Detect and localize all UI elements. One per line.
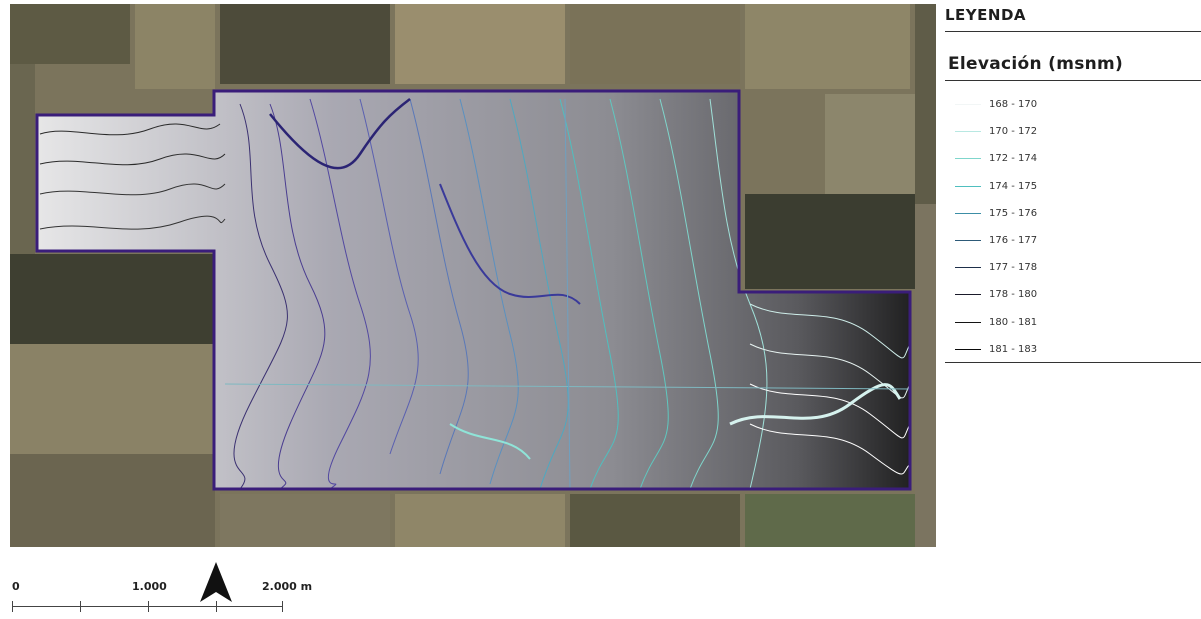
map-view[interactable]	[10, 4, 936, 547]
legend-swatch	[955, 321, 981, 323]
legend-swatch	[955, 294, 981, 296]
legend-item: 175 - 176	[955, 200, 1195, 227]
legend-panel: LEYENDA Elevación (msnm) 168 - 170 170 - …	[945, 4, 1201, 366]
legend-divider	[945, 31, 1201, 32]
legend-title: LEYENDA	[945, 6, 1027, 24]
legend-label: 177 - 178	[989, 262, 1038, 274]
scale-tick	[282, 601, 283, 612]
legend-swatch	[955, 158, 981, 160]
legend-item: 170 - 172	[955, 118, 1195, 145]
legend-label: 176 - 177	[989, 235, 1038, 247]
legend-swatch	[955, 212, 981, 214]
legend-item: 176 - 177	[955, 227, 1195, 254]
legend-swatch	[955, 348, 981, 350]
legend-divider	[945, 362, 1201, 363]
legend-swatch	[955, 240, 981, 242]
legend-item: 168 - 170	[955, 91, 1195, 118]
legend-label: 180 - 181	[989, 316, 1038, 328]
legend-item: 178 - 180	[955, 281, 1195, 308]
legend-label: 181 - 183	[989, 343, 1038, 355]
scale-label-start: 0	[12, 580, 20, 593]
legend-label: 168 - 170	[989, 99, 1038, 111]
satellite-basemap	[10, 4, 936, 547]
legend-swatch	[955, 185, 981, 187]
scale-line	[12, 606, 282, 607]
legend-swatch	[955, 267, 981, 269]
legend-items: 168 - 170 170 - 172 172 - 174 174 - 175 175 …	[955, 91, 1195, 363]
legend-item: 181 - 183	[955, 336, 1195, 363]
legend-label: 175 - 176	[989, 207, 1038, 219]
study-area-boundary	[35, 89, 912, 491]
scale-tick	[80, 601, 81, 612]
scale-bar: 0 1.000 2.000 m	[10, 560, 340, 617]
legend-label: 170 - 172	[989, 126, 1038, 138]
scale-tick	[12, 601, 13, 612]
scale-tick	[216, 601, 217, 612]
scale-tick	[148, 601, 149, 612]
legend-subtitle: Elevación (msnm)	[948, 54, 1124, 74]
legend-swatch	[955, 104, 981, 106]
legend-item: 172 - 174	[955, 145, 1195, 172]
north-arrow-icon	[200, 562, 232, 602]
legend-divider	[945, 80, 1201, 81]
legend-item: 174 - 175	[955, 173, 1195, 200]
scale-label-mid: 1.000	[132, 580, 167, 593]
legend-label: 172 - 174	[989, 153, 1038, 165]
legend-label: 178 - 180	[989, 289, 1038, 301]
legend-item: 177 - 178	[955, 254, 1195, 281]
legend-swatch	[955, 131, 981, 133]
legend-item: 180 - 181	[955, 309, 1195, 336]
scale-label-end: 2.000 m	[262, 580, 313, 593]
legend-label: 174 - 175	[989, 180, 1038, 192]
